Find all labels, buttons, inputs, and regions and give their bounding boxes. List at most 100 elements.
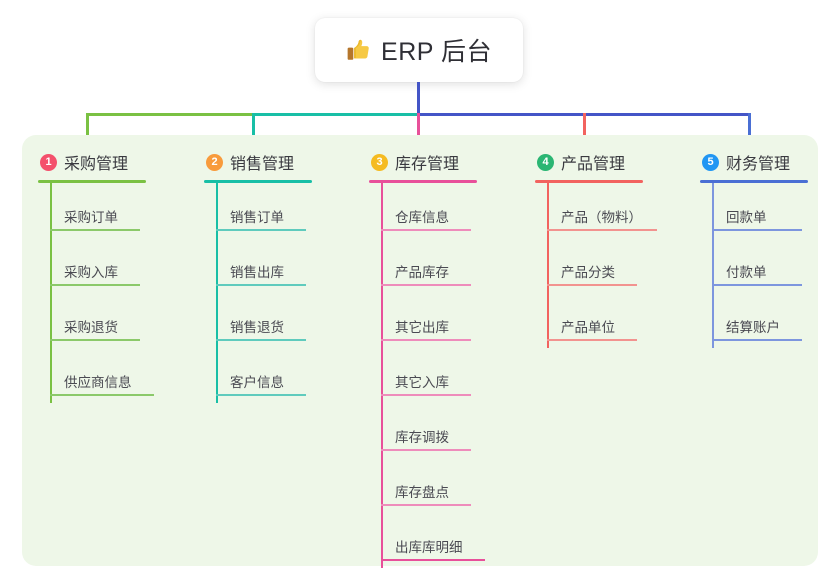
branch-trunk-3: [381, 183, 383, 568]
root-node-title: ERP 后台: [381, 38, 492, 66]
list-item-rule: [381, 504, 471, 506]
list-item[interactable]: 供应商信息: [38, 348, 188, 403]
list-item-rule: [381, 284, 471, 286]
branch-title-1: 采购管理: [64, 156, 129, 173]
list-item-label: 采购订单: [64, 210, 118, 225]
branch-items-2: 销售订单 销售出库 销售退货 客户信息: [204, 183, 354, 403]
list-item-rule: [381, 559, 485, 561]
list-item-rule: [381, 229, 471, 231]
list-item[interactable]: 销售出库: [204, 238, 354, 293]
branch-trunk-4: [547, 183, 549, 348]
connector-drop-3: [417, 113, 420, 141]
list-item-label: 销售退货: [230, 320, 284, 335]
list-item[interactable]: 采购订单: [38, 183, 188, 238]
list-item[interactable]: 出库库明细: [369, 513, 529, 568]
branch-header-1[interactable]: 1 采购管理: [38, 149, 188, 175]
list-item[interactable]: 客户信息: [204, 348, 354, 403]
content-panel: [22, 135, 818, 566]
list-item-rule: [712, 339, 802, 341]
list-item[interactable]: 库存调拨: [369, 403, 529, 458]
branch-title-2: 销售管理: [230, 156, 295, 173]
branch-header-2[interactable]: 2 销售管理: [204, 149, 354, 175]
list-item-label: 库存盘点: [395, 485, 449, 500]
list-item[interactable]: 回款单: [700, 183, 839, 238]
list-item-label: 产品（物料）: [561, 210, 642, 225]
branch-header-4[interactable]: 4 产品管理: [535, 149, 705, 175]
branch-rule-1: [38, 180, 146, 183]
root-node-card[interactable]: ERP 后台: [315, 18, 523, 82]
list-item-rule: [547, 339, 637, 341]
list-item-rule: [50, 339, 140, 341]
list-item[interactable]: 产品单位: [535, 293, 705, 348]
list-item[interactable]: 其它出库: [369, 293, 529, 348]
list-item-rule: [50, 229, 140, 231]
list-item-rule: [381, 394, 471, 396]
list-item-rule: [216, 394, 306, 396]
branch-trunk-5: [712, 183, 714, 348]
branch-column-2: 2 销售管理 销售订单 销售出库 销售退货 客户信息: [204, 149, 354, 403]
list-item[interactable]: 销售退货: [204, 293, 354, 348]
list-item-rule: [712, 284, 802, 286]
list-item-label: 采购退货: [64, 320, 118, 335]
branch-title-3: 库存管理: [395, 156, 460, 173]
list-item-rule: [381, 449, 471, 451]
branch-items-5: 回款单 付款单 结算账户: [700, 183, 839, 348]
list-item[interactable]: 采购退货: [38, 293, 188, 348]
list-item-label: 付款单: [726, 265, 767, 280]
list-item[interactable]: 采购入库: [38, 238, 188, 293]
branch-badge-5: 5: [702, 153, 719, 171]
list-item-label: 结算账户: [726, 320, 780, 335]
list-item-rule: [712, 229, 802, 231]
connector-bus-segment-green: [86, 113, 253, 116]
list-item-rule: [216, 284, 306, 286]
list-item-rule: [50, 394, 154, 396]
branch-title-4: 产品管理: [561, 156, 626, 173]
list-item-rule: [216, 229, 306, 231]
branch-header-5[interactable]: 5 财务管理: [700, 149, 839, 175]
connector-drop-5: [748, 113, 751, 141]
list-item-label: 采购入库: [64, 265, 118, 280]
branch-column-3: 3 库存管理 仓库信息 产品库存 其它出库 其它入库 库存调拨: [369, 149, 529, 568]
list-item[interactable]: 仓库信息: [369, 183, 529, 238]
branch-column-5: 5 财务管理 回款单 付款单 结算账户: [700, 149, 839, 348]
branch-badge-1: 1: [40, 153, 57, 171]
list-item-label: 出库库明细: [395, 540, 463, 555]
list-item-label: 客户信息: [230, 375, 284, 390]
branch-rule-4: [535, 180, 643, 183]
list-item-rule: [547, 229, 657, 231]
list-item-rule: [381, 339, 471, 341]
list-item-label: 仓库信息: [395, 210, 449, 225]
list-item[interactable]: 销售订单: [204, 183, 354, 238]
list-item[interactable]: 库存盘点: [369, 458, 529, 513]
branch-items-4: 产品（物料） 产品分类 产品单位: [535, 183, 705, 348]
branch-badge-3: 3: [371, 153, 388, 171]
list-item-label: 销售订单: [230, 210, 284, 225]
branch-badge-4: 4: [537, 153, 554, 171]
list-item[interactable]: 结算账户: [700, 293, 839, 348]
branch-items-1: 采购订单 采购入库 采购退货 供应商信息: [38, 183, 188, 403]
list-item[interactable]: 产品（物料）: [535, 183, 705, 238]
list-item[interactable]: 付款单: [700, 238, 839, 293]
list-item[interactable]: 其它入库: [369, 348, 529, 403]
list-item[interactable]: 产品分类: [535, 238, 705, 293]
list-item-rule: [547, 284, 637, 286]
list-item-rule: [50, 284, 140, 286]
branch-badge-2: 2: [206, 153, 223, 171]
list-item-label: 产品分类: [561, 265, 615, 280]
branch-items-3: 仓库信息 产品库存 其它出库 其它入库 库存调拨 库存盘点: [369, 183, 529, 568]
list-item[interactable]: 产品库存: [369, 238, 529, 293]
branch-rule-5: [700, 180, 808, 183]
connector-root-stem: [417, 82, 420, 116]
list-item-label: 回款单: [726, 210, 767, 225]
list-item-label: 销售出库: [230, 265, 284, 280]
thumbs-up-icon: [347, 39, 369, 60]
connector-drop-2: [252, 113, 255, 141]
list-item-rule: [216, 339, 306, 341]
branch-header-3[interactable]: 3 库存管理: [369, 149, 529, 175]
list-item-label: 库存调拨: [395, 430, 449, 445]
branch-title-5: 财务管理: [726, 156, 791, 173]
list-item-label: 产品库存: [395, 265, 449, 280]
connector-drop-4: [583, 113, 586, 141]
list-item-label: 供应商信息: [64, 375, 132, 390]
